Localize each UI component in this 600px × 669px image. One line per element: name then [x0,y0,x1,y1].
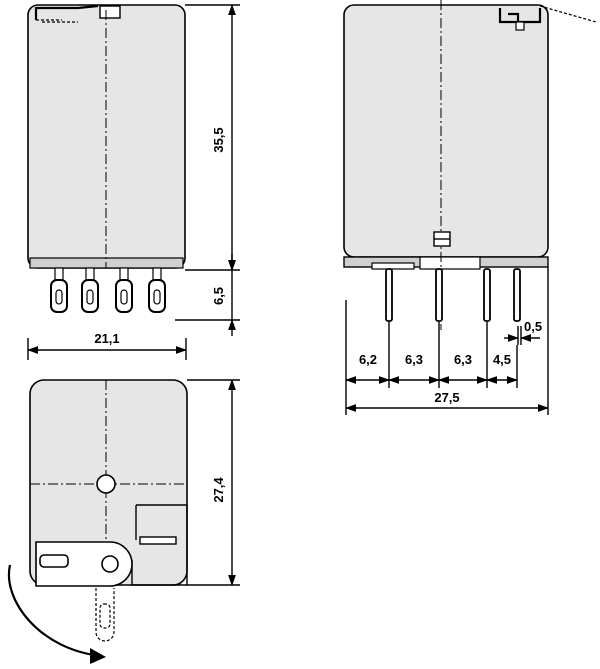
dim-body-height: 35,5 [211,127,226,152]
dim-pitch-4: 4,5 [493,352,511,367]
dim-pitch-1: 6,2 [359,352,377,367]
mounting-hole [96,474,116,494]
dim-pitch-2: 6,3 [405,352,423,367]
latch-lever-open [95,588,115,642]
relay-body-side [343,4,549,258]
dim-pin-height: 6,5 [211,287,226,305]
rotation-arrow [7,564,103,658]
front-pins [50,267,166,313]
bottom-view: 27,4 [7,378,240,664]
dim-total-width: 27,5 [434,390,459,405]
dim-pin-width: 0,5 [524,319,542,334]
side-view: 0,5 6,2 6,3 6,3 4,5 27,5 [343,0,597,415]
dim-pitch-3: 6,3 [454,352,472,367]
latch-front [34,4,99,20]
dim-depth: 27,4 [211,477,226,503]
latch-lever [35,541,133,587]
side-pins [385,268,521,322]
terminal-slot [139,536,177,545]
dim-width-front: 21,1 [94,331,119,346]
front-view: 35,5 6,5 21,1 [26,3,240,360]
